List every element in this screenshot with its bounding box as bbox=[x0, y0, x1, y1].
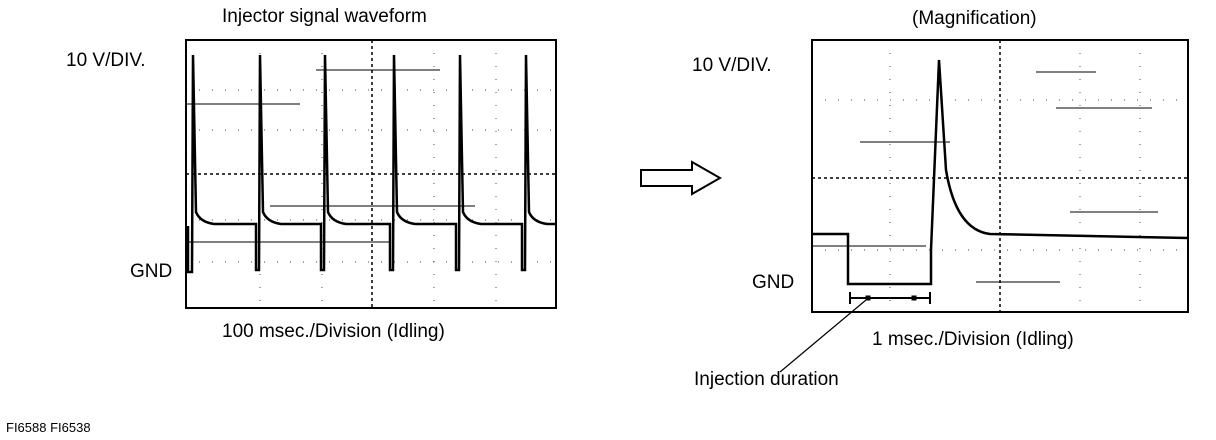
left-oscilloscope-screen bbox=[185, 39, 557, 309]
figure-codes: FI6588 FI6538 bbox=[6, 420, 91, 435]
injection-duration-leader bbox=[779, 299, 867, 373]
right-y-scale-label: 10 V/DIV. bbox=[692, 55, 772, 76]
left-panel-title: Injector signal waveform bbox=[222, 6, 427, 27]
right-x-scale-label: 1 msec./Division (Idling) bbox=[872, 329, 1074, 350]
right-magnified-waveform bbox=[812, 59, 1189, 286]
injection-duration-marker bbox=[849, 292, 931, 304]
left-x-scale-label: 100 msec./Division (Idling) bbox=[222, 321, 445, 342]
right-arrow-icon bbox=[640, 160, 723, 196]
left-y-scale-label: 10 V/DIV. bbox=[66, 50, 146, 71]
right-ground-label: GND bbox=[752, 272, 795, 293]
right-oscilloscope-screen bbox=[811, 39, 1189, 313]
right-panel-title: (Magnification) bbox=[912, 8, 1037, 29]
left-injector-waveform bbox=[186, 54, 556, 274]
injection-duration-label: Injection duration bbox=[694, 369, 839, 390]
left-ground-label: GND bbox=[130, 261, 173, 282]
